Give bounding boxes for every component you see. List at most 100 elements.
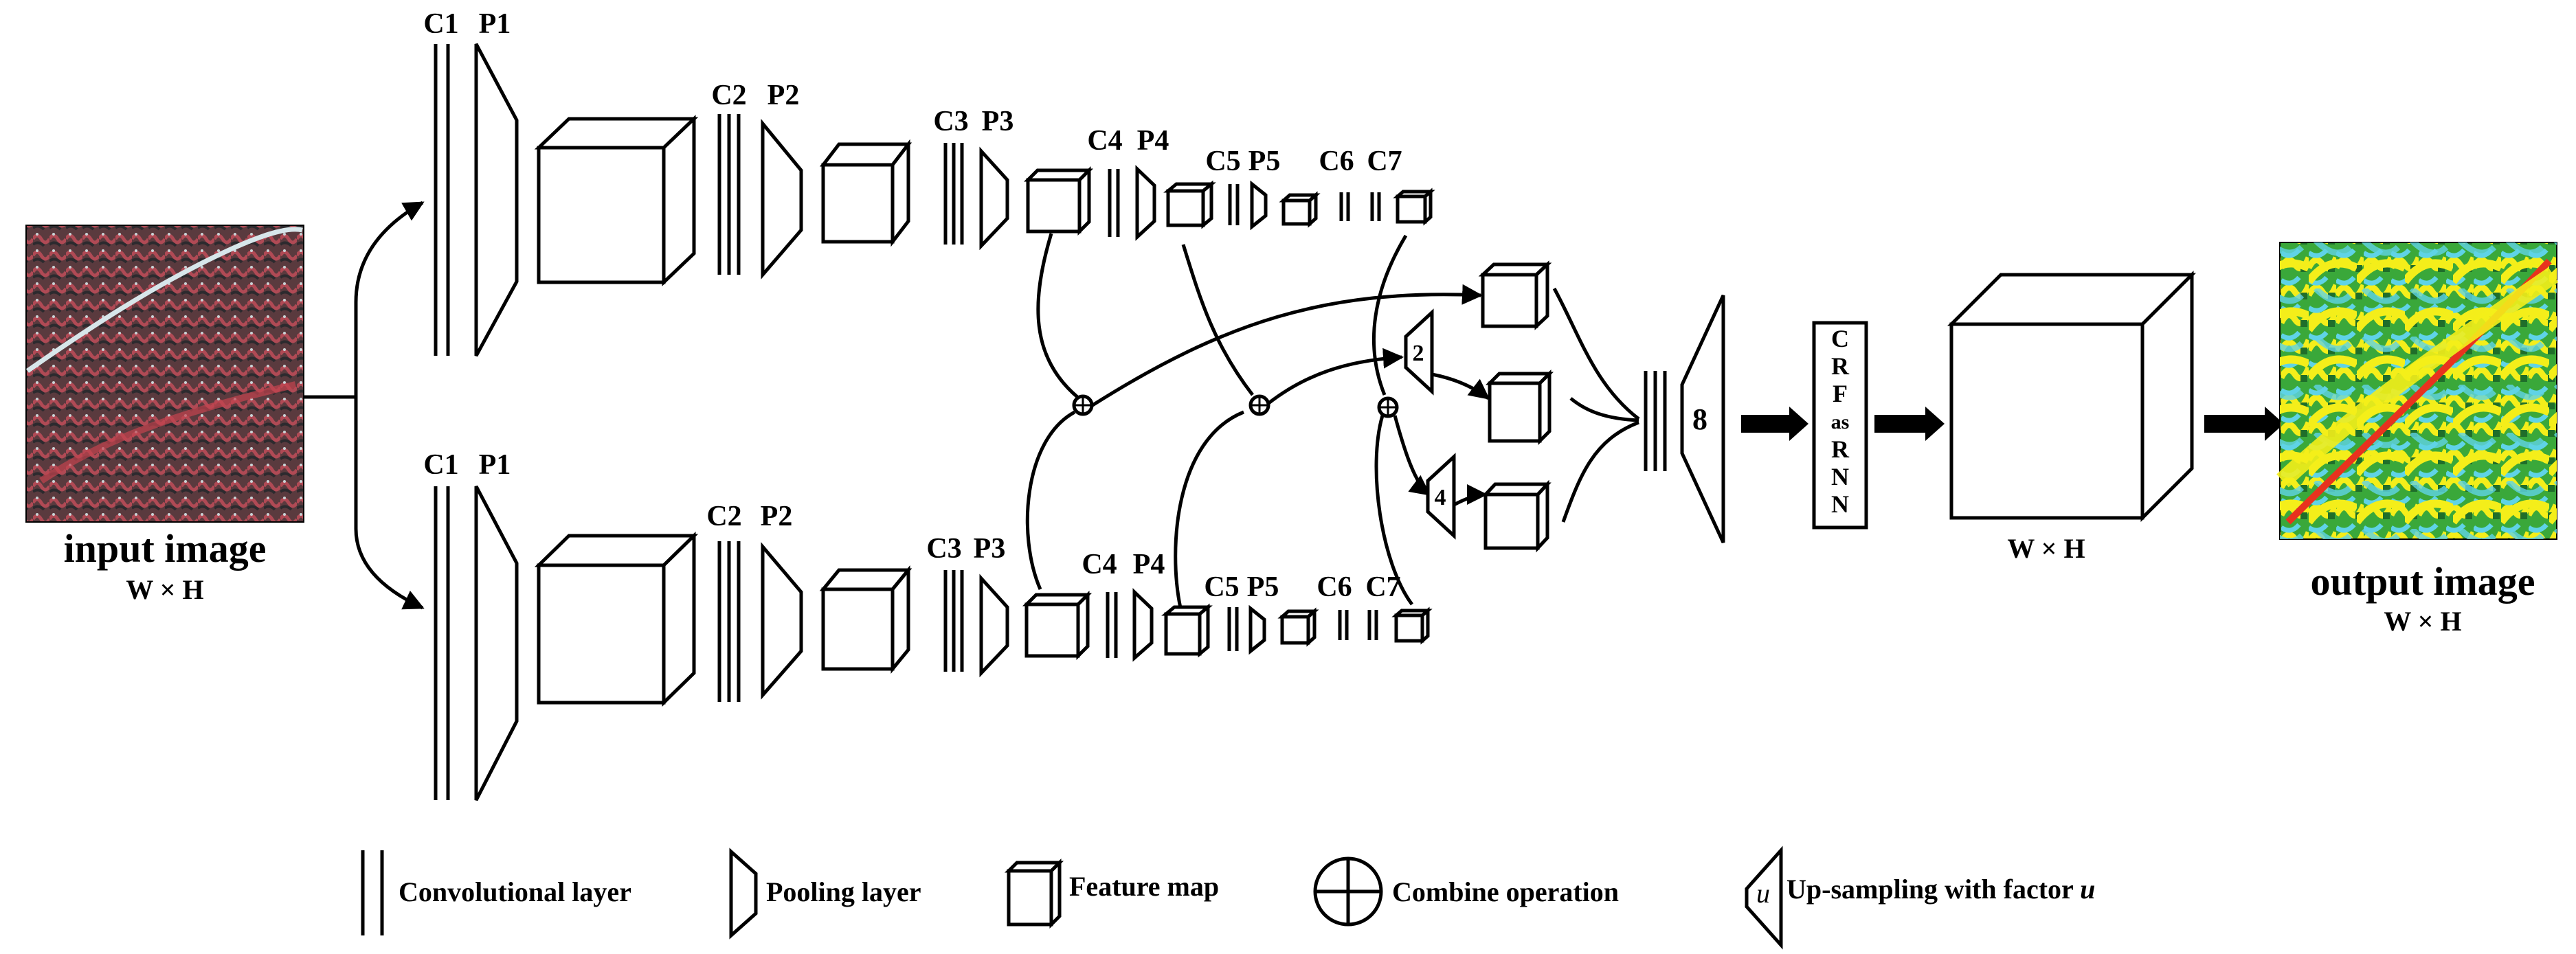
input-image-ridge: [39, 381, 297, 484]
label-p2-top: P2: [768, 80, 800, 111]
crf-letter-0: C: [1831, 325, 1849, 352]
legend-upsample-symbol: u: [1756, 878, 1770, 909]
legend-combine-label: Combine operation: [1392, 876, 1619, 907]
upsample-factor-8: 8: [1680, 294, 1725, 544]
crf-as-rnn-block: C R F as R N N: [1812, 321, 1868, 530]
conv-layer-c7-top: C7: [1367, 146, 1402, 221]
conv-layer-c1-top: C1: [423, 8, 459, 356]
label-c6-bottom: C6: [1317, 571, 1352, 603]
output-image-title: output image: [2310, 559, 2535, 604]
conv-layer-c4-bottom: C4: [1082, 549, 1118, 658]
legend-pool: Pooling layer: [729, 848, 921, 940]
legend-upsample-var: u: [2080, 874, 2095, 905]
conv-layer-c6-top: C6: [1319, 146, 1354, 221]
feature-map-2-top: [819, 139, 912, 247]
input-image-river: [25, 227, 303, 373]
feature-map-6-bottom: [1391, 606, 1433, 645]
feature-map-1-bottom: [534, 532, 699, 707]
conv-layer-c5-bottom: C5: [1204, 571, 1240, 651]
crf-letter-6: N: [1831, 490, 1849, 518]
pool-layer-p3-top: P3: [979, 106, 1014, 251]
output-image-band: [2276, 267, 2559, 488]
feature-map-2-bottom: [819, 565, 912, 674]
pool-layer-p4-top: P4: [1135, 125, 1169, 241]
conv-layer-c7-bottom: C7: [1365, 571, 1401, 640]
label-c4-bottom: C4: [1082, 549, 1117, 580]
label-c7-top: C7: [1367, 146, 1402, 177]
feature-map-4-bottom: [1161, 603, 1213, 658]
fused-feature-map-3: [1481, 479, 1552, 553]
pool-layer-p2-top: P2: [761, 80, 803, 280]
thick-arrow-1: [1741, 407, 1808, 441]
input-image-title: input image: [64, 526, 267, 571]
final-conv-layer: [1644, 371, 1667, 471]
upsample-label-2: 2: [1413, 341, 1424, 366]
upsample-label-4: 4: [1435, 485, 1446, 510]
upsample-factor-4: 4: [1426, 453, 1456, 540]
input-image-picture: [25, 225, 304, 523]
label-p1-bottom: P1: [479, 449, 511, 481]
conv-layer-c1-bottom: C1: [423, 449, 459, 800]
pool-layer-p5-top: P5: [1248, 146, 1280, 231]
legend-upsample: u Up-sampling with factor u: [1745, 845, 2095, 950]
conv-layer-c3-top: C3: [933, 106, 969, 245]
crf-letter-1: R: [1831, 352, 1850, 380]
label-c2-top: C2: [711, 80, 746, 111]
pool-layer-p4-bottom: P4: [1132, 549, 1165, 662]
thick-arrow-2: [1874, 407, 1945, 441]
legend-combine: Combine operation: [1313, 856, 1619, 927]
pool-layer-p1-bottom: P1: [474, 449, 519, 802]
thick-arrow-3: [2204, 407, 2284, 441]
label-c5-bottom: C5: [1204, 571, 1239, 603]
feature-map-1-top: [534, 115, 699, 286]
label-p3-top: P3: [982, 106, 1014, 137]
fused-feature-map-2: [1485, 369, 1554, 446]
upsample-label-8: 8: [1692, 402, 1707, 436]
label-c1-top: C1: [423, 8, 458, 40]
crf-letter-2: F: [1833, 380, 1848, 407]
label-p5-bottom: P5: [1247, 571, 1279, 603]
pool-layer-p2-bottom: P2: [761, 501, 803, 700]
label-p1-top: P1: [479, 8, 511, 40]
combine-node-1: [1072, 394, 1094, 416]
label-c5-top: C5: [1205, 146, 1240, 177]
label-p4-top: P4: [1137, 125, 1169, 157]
label-p3-bottom: P3: [974, 533, 1006, 565]
split-connector: [304, 201, 425, 610]
conv-layer-c2-top: C2: [711, 80, 747, 275]
middle-dims: W × H: [2007, 533, 2085, 564]
output-image-panel: output image W × H: [2276, 242, 2559, 637]
legend: Convolutional layer Pooling layer Featur…: [361, 845, 2095, 950]
feature-map-6-top: [1393, 188, 1435, 226]
label-c3-bottom: C3: [926, 533, 961, 565]
legend-feature-label: Feature map: [1069, 871, 1219, 902]
legend-conv: Convolutional layer: [361, 850, 631, 935]
feature-map-3-top: [1023, 166, 1094, 236]
crf-letter-4: R: [1831, 435, 1850, 463]
combine-node-3: [1377, 396, 1399, 418]
label-c2-bottom: C2: [706, 501, 741, 532]
label-c3-top: C3: [933, 106, 968, 137]
conv-layer-c2-bottom: C2: [706, 501, 742, 702]
input-image-dims: W × H: [126, 574, 203, 605]
label-p2-bottom: P2: [761, 501, 793, 532]
input-image-panel: input image W × H: [25, 225, 304, 605]
output-feature-map: W × H: [1947, 270, 2197, 564]
combine-node-2: [1248, 394, 1270, 416]
top-branch: C1 P1 C2 P2: [423, 8, 1435, 357]
fused-feature-map-1: [1478, 260, 1552, 330]
legend-feature: Feature map: [1004, 858, 1219, 929]
conv-layer-c3-bottom: C3: [926, 533, 964, 672]
legend-pool-label: Pooling layer: [766, 876, 921, 907]
legend-upsample-label: Up-sampling with factor u: [1787, 874, 2095, 905]
upsample-factor-2: 2: [1404, 308, 1434, 396]
output-image-dims: W × H: [2384, 606, 2461, 637]
bottom-branch: C1 P1 C2 P2 C3: [423, 449, 1433, 802]
feature-map-3-bottom: [1022, 590, 1093, 661]
conv-layer-c4-top: C4: [1087, 125, 1123, 237]
legend-conv-label: Convolutional layer: [399, 876, 631, 907]
pool-layer-p1-top: P1: [474, 8, 519, 357]
label-c1-bottom: C1: [423, 449, 458, 481]
fusion-connections: [1025, 233, 1640, 609]
